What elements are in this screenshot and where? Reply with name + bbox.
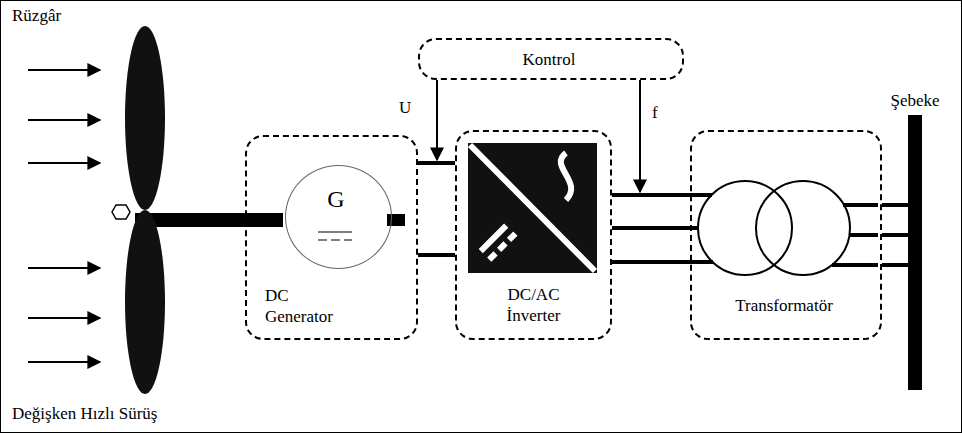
inverter-box: DC/AC İnverter [455,130,612,340]
wire [612,193,690,197]
wire-stubs [690,195,878,265]
shaft [135,213,283,227]
node-label: DC Generator [265,285,345,328]
dc-symbol [318,232,352,240]
transformer-box: Transformatör [690,130,882,340]
signal-label: U [399,98,411,118]
node-label: Kontrol [420,49,678,70]
wind-arrows [28,70,100,362]
node-label: G [286,184,386,214]
control-arrow [639,80,641,192]
signal-label: f [652,103,658,123]
shaft-stub [387,214,405,226]
node-label: Transformatör [692,295,876,316]
wire [882,233,908,237]
grid-bar [908,115,922,390]
wire [418,161,455,165]
node-label: Şebeke [880,90,950,111]
control-arrow [436,80,438,160]
wire [612,226,690,230]
transformer-coils [698,181,850,275]
wire [882,203,908,207]
inverter-icon [468,143,597,273]
wire [612,260,690,264]
control-box: Kontrol [418,38,684,80]
hub [112,205,130,219]
blade [125,26,165,210]
power-wire [418,163,455,255]
blade [125,210,165,394]
power-wire [612,195,690,262]
drive-label: Değişken Hızlı Sürüş [12,404,157,424]
generator-circle: G [285,165,392,269]
wind-label: Rüzgâr [12,6,61,26]
wire [418,253,455,257]
node-label: DC/AC İnverter [493,284,574,327]
wire [882,263,908,267]
generator-box: DC Generator G [245,135,418,340]
power-wire [882,205,908,265]
grid-bus: Şebeke [880,90,956,390]
